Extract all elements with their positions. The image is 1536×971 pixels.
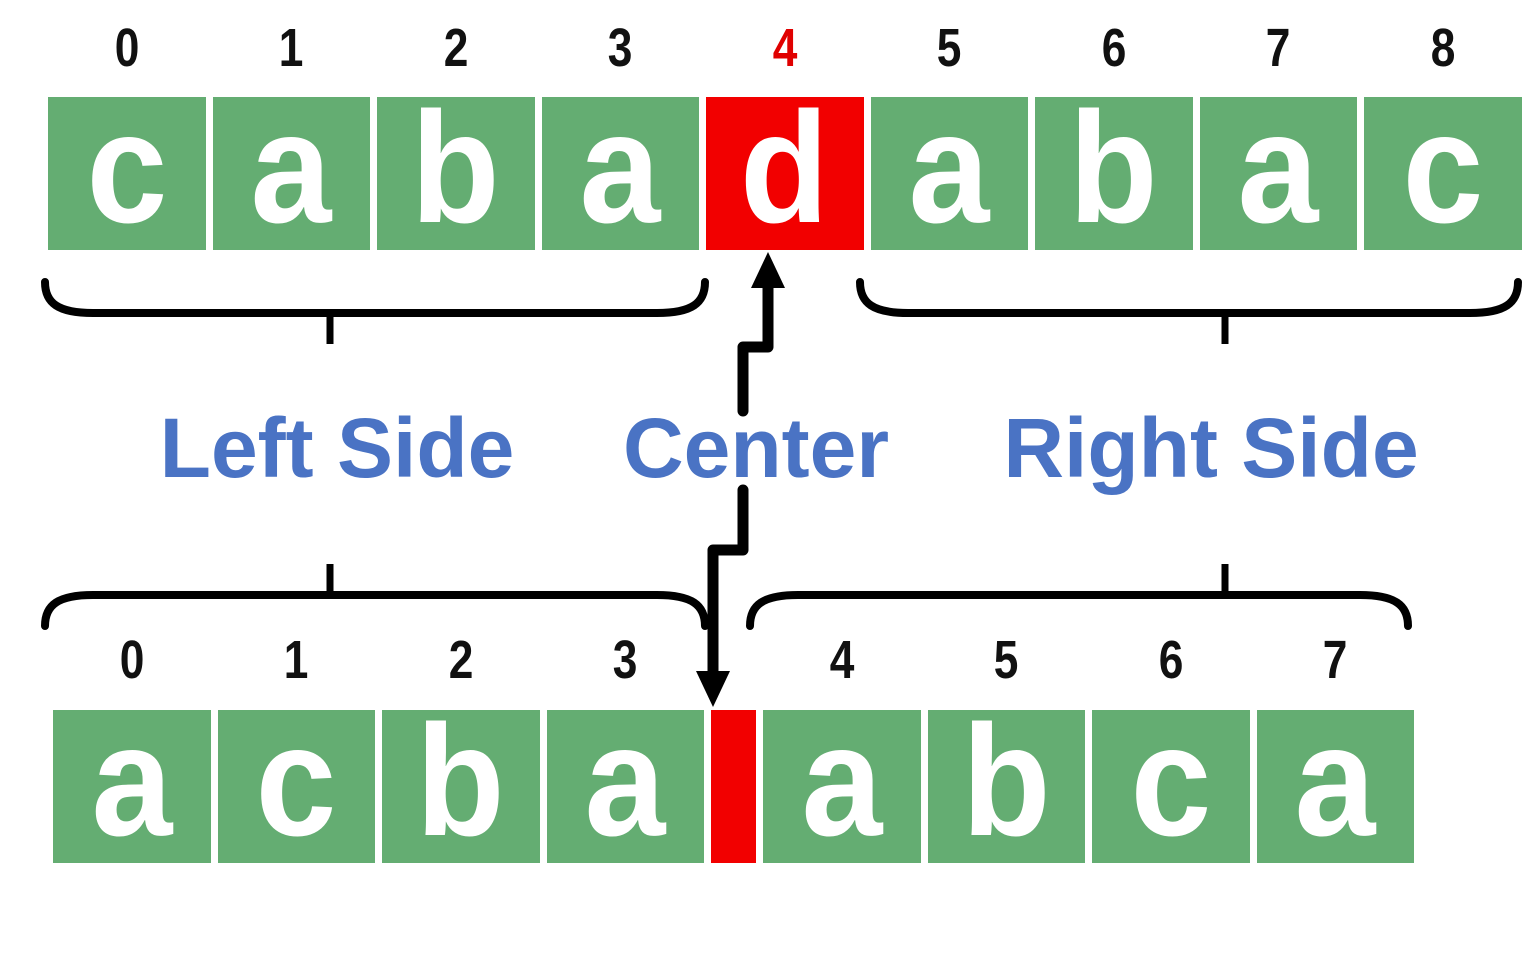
center-arrow-up [737, 252, 785, 417]
bottom-cell-letter: c [255, 692, 337, 869]
bottom-cell-letter: a [584, 692, 666, 869]
bottom-index-0: 0 [119, 630, 145, 690]
bottom-cell-letter: b [416, 692, 506, 869]
top-cell-2: b [377, 89, 535, 250]
bottom-index-row: 0 1 2 3 4 5 6 7 [53, 630, 1414, 690]
bottom-cell-2: b [382, 702, 540, 863]
bottom-index-5: 5 [993, 630, 1019, 690]
bottom-cell-6: c [1092, 702, 1250, 863]
bottom-cell-letter: a [91, 692, 173, 869]
top-cell-6: b [1035, 89, 1193, 250]
top-cell-7: a [1199, 89, 1357, 250]
top-cell-4-center-highlighted: d [706, 89, 864, 250]
bottom-array-row: a c b a a b c a [53, 702, 1414, 863]
top-cell-letter: a [1237, 79, 1319, 256]
top-cell-1: a [212, 89, 370, 250]
top-cell-0: c [48, 89, 206, 250]
left-side-label: Left Side [159, 401, 515, 495]
bottom-index-spacer [711, 636, 756, 684]
right-side-label: Right Side [1003, 401, 1419, 495]
top-index-1: 1 [278, 18, 304, 78]
top-cell-8: c [1364, 89, 1522, 250]
center-label: Center [622, 401, 890, 495]
bottom-index-7: 7 [1322, 630, 1348, 690]
bottom-cell-letter: c [1130, 692, 1212, 869]
top-cell-letter: c [86, 79, 168, 256]
bottom-index-2: 2 [448, 630, 474, 690]
top-left-brace [41, 278, 709, 344]
top-cell-letter: b [411, 79, 501, 256]
top-index-7: 7 [1265, 18, 1291, 78]
top-cell-letter: a [908, 79, 990, 256]
bottom-cell-5: b [927, 702, 1085, 863]
bottom-right-brace [746, 564, 1412, 630]
top-index-2: 2 [443, 18, 469, 78]
bottom-center-sliver-highlighted [711, 710, 756, 863]
top-cell-letter: a [579, 79, 661, 256]
bottom-cell-3: a [546, 702, 704, 863]
top-cell-letter: a [250, 79, 332, 256]
bottom-index-1: 1 [283, 630, 309, 690]
top-index-4-highlighted: 4 [772, 18, 798, 78]
bottom-index-6: 6 [1158, 630, 1184, 690]
top-index-5: 5 [936, 18, 962, 78]
bottom-cell-0: a [53, 702, 211, 863]
top-index-row: 0 1 2 3 4 5 6 7 8 [48, 18, 1522, 78]
top-index-0: 0 [114, 18, 140, 78]
top-cell-letter: c [1402, 79, 1484, 256]
bottom-cell-letter: a [1294, 692, 1376, 869]
bottom-cell-4: a [763, 702, 921, 863]
top-cell-letter: d [740, 79, 830, 256]
bottom-index-3: 3 [612, 630, 638, 690]
top-cell-letter: b [1069, 79, 1159, 256]
bottom-left-brace [41, 564, 709, 630]
top-index-6: 6 [1101, 18, 1127, 78]
top-cell-3: a [541, 89, 699, 250]
bottom-cell-letter: a [801, 692, 883, 869]
top-index-8: 8 [1430, 18, 1456, 78]
top-cell-5: a [870, 89, 1028, 250]
top-right-brace [856, 278, 1522, 344]
top-array-row: c a b a d a b a c [48, 89, 1522, 250]
bottom-index-4: 4 [829, 630, 855, 690]
bottom-cell-7: a [1256, 702, 1414, 863]
top-index-3: 3 [607, 18, 633, 78]
bottom-cell-letter: b [961, 692, 1051, 869]
bottom-cell-1: c [217, 702, 375, 863]
